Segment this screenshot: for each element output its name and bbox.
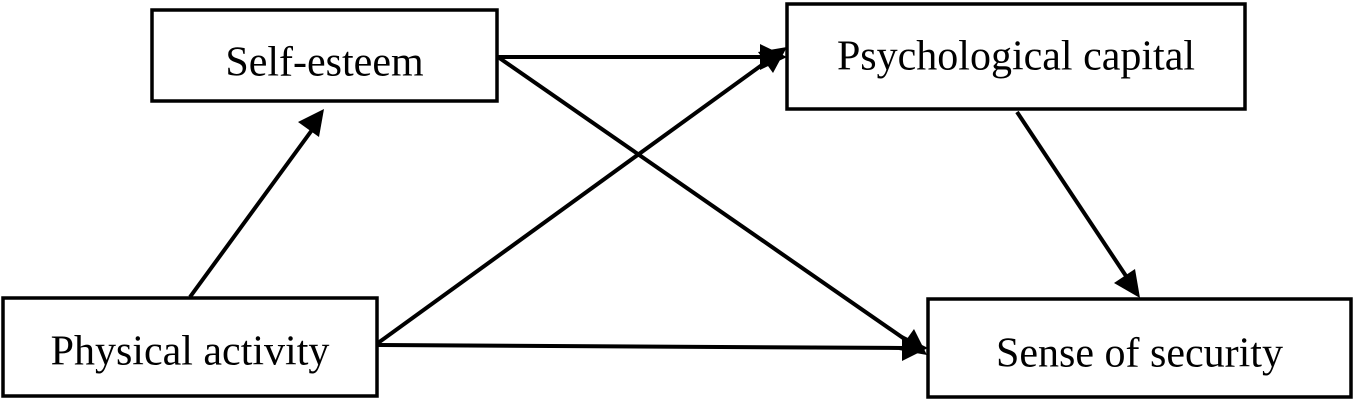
arrow-self-esteem-to-psychological-capital <box>498 44 787 70</box>
node-sense-of-security: Sense of security <box>926 297 1353 399</box>
node-self-esteem: Self-esteem <box>150 8 499 103</box>
node-physical-activity-label: Physical activity <box>51 329 330 375</box>
arrow-psychological-capital-to-sense-of-security <box>1015 110 1140 298</box>
arrow-physical-activity-to-self-esteem <box>188 109 324 299</box>
arrow-physical-activity-to-sense-of-security <box>377 335 928 361</box>
node-psychological-capital-label: Psychological capital <box>837 34 1195 80</box>
node-sense-of-security-label: Sense of security <box>996 331 1283 377</box>
node-physical-activity: Physical activity <box>1 296 379 398</box>
arrow-physical-activity-to-psychological-capital <box>376 47 787 345</box>
node-psychological-capital: Psychological capital <box>785 2 1247 111</box>
node-self-esteem-label: Self-esteem <box>225 40 424 86</box>
